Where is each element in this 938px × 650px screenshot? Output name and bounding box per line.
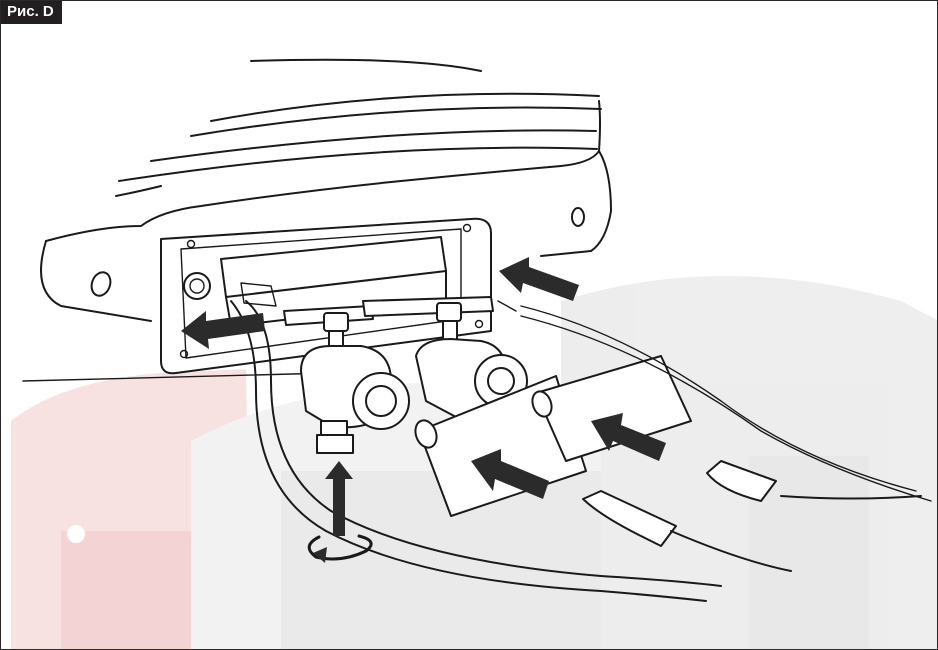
arrow-lower-cylinder [471,449,549,499]
figure-label: Рис. D [1,1,62,24]
arrow-left-connector [181,311,265,349]
valve-assembly [283,296,528,454]
pipes [230,282,932,602]
arrow-upper-cylinder [591,413,666,461]
boiler-housing [22,58,612,382]
arrow-up-nut [325,461,353,536]
arrow-right-probe [499,257,579,301]
direction-arrows [181,257,666,563]
rotation-arrow-icon [307,534,373,561]
